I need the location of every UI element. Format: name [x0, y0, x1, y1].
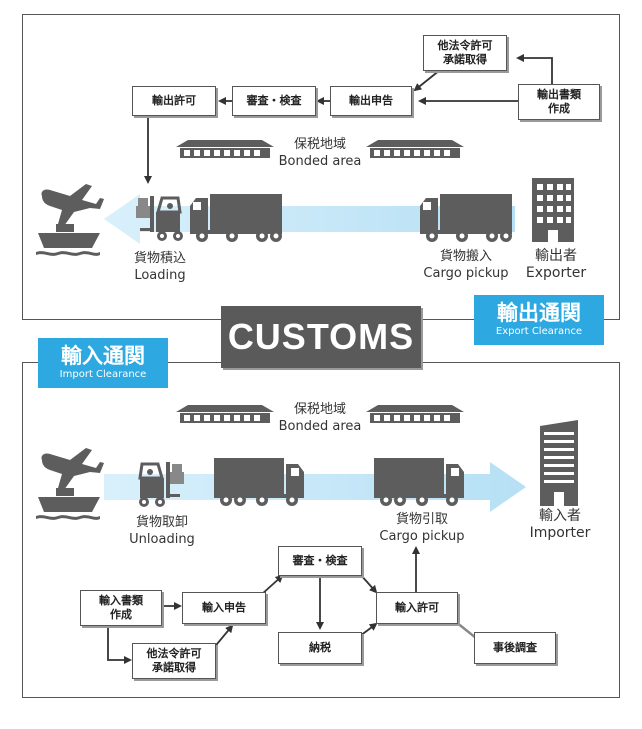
export-cargo-pickup-en: Cargo pickup	[423, 266, 509, 281]
import-bonded-area-jp: 保税地域	[293, 402, 346, 417]
export-other-law-box: 他法令許可 承諾取得	[423, 35, 507, 71]
import-inspection-label: 審査・検査	[292, 554, 348, 567]
import-ship-icon	[36, 488, 100, 520]
export-ship-icon	[36, 224, 100, 256]
export-panel	[22, 14, 620, 320]
arrow-inspection-to-permit	[359, 573, 378, 594]
export-other-law-line1: 他法令許可	[437, 39, 493, 52]
export-declaration-box: 輸出申告	[330, 86, 412, 116]
unloading-label: 貨物取卸 Unloading	[114, 514, 210, 548]
unloading-en: Unloading	[129, 532, 195, 547]
import-title-en: Import Clearance	[59, 369, 147, 380]
export-permit-label: 輸出許可	[152, 94, 196, 107]
export-inspection-box: 審査・検査	[232, 86, 316, 116]
export-bonded-area-en: Bonded area	[278, 154, 362, 169]
export-forklift-icon	[136, 196, 183, 241]
arrow-tax-to-permit	[359, 622, 378, 637]
exporter-en: Exporter	[525, 265, 587, 281]
post-audit-label: 事後調査	[493, 641, 537, 654]
line-permit-to-audit	[455, 621, 477, 639]
importer-jp: 輸入者	[539, 508, 581, 524]
import-truck-unloading-icon	[214, 458, 304, 506]
export-other-law-line2: 承諾取得	[443, 53, 487, 66]
export-permit-box: 輸出許可	[132, 86, 216, 116]
importer-label: 輸入者 Importer	[520, 508, 600, 542]
arrow-otherlaw-to-declaration	[413, 69, 441, 92]
post-audit-box: 事後調査	[474, 632, 556, 664]
import-docs-line1: 輸入書類	[99, 594, 143, 607]
export-inspection-label: 審査・検査	[246, 94, 302, 107]
import-bonded-area-en: Bonded area	[278, 419, 362, 434]
export-title-jp: 輸出通関	[497, 301, 581, 325]
tax-payment-label: 納税	[309, 641, 331, 654]
import-airplane-icon	[41, 448, 104, 490]
import-clearance-title: 輸入通関 Import Clearance	[38, 338, 168, 388]
export-airplane-icon	[41, 184, 104, 226]
customs-title: CUSTOMS	[227, 316, 415, 357]
export-cargo-pickup-jp: 貨物搬入	[439, 249, 492, 264]
import-other-law-line2: 承諾取得	[152, 661, 196, 674]
arrow-declaration-to-inspection	[261, 574, 284, 595]
export-truck-loading-icon	[190, 194, 282, 242]
import-cargo-pickup-en: Cargo pickup	[379, 529, 465, 544]
export-warehouse-left-icon	[176, 140, 274, 158]
importer-building-icon	[540, 420, 578, 506]
import-other-law-line1: 他法令許可	[146, 647, 202, 660]
import-forklift-icon	[138, 462, 184, 507]
unloading-jp: 貨物取卸	[135, 515, 188, 530]
import-declaration-label: 輸入申告	[202, 601, 246, 614]
export-clearance-title: 輸出通関 Export Clearance	[474, 295, 604, 345]
import-docs-box: 輸入書類 作成	[80, 590, 162, 626]
tax-payment-box: 納税	[278, 632, 362, 664]
loading-jp: 貨物積込	[133, 251, 186, 266]
exporter-building-icon	[532, 178, 574, 242]
export-declaration-label: 輸出申告	[349, 94, 393, 107]
import-bonded-area-label: 保税地域 Bonded area	[270, 401, 370, 435]
loading-label: 貨物積込 Loading	[112, 250, 208, 284]
import-cargo-pickup-label: 貨物引取 Cargo pickup	[370, 511, 474, 545]
import-cargo-pickup-jp: 貨物引取	[395, 512, 448, 527]
arrow-docs-to-otherlaw	[516, 54, 553, 90]
export-bonded-area-jp: 保税地域	[293, 137, 346, 152]
customs-banner: CUSTOMS	[221, 306, 421, 368]
arrow-idocs-to-otherlaw	[107, 624, 132, 664]
import-permit-box: 輸入許可	[376, 592, 458, 624]
export-bonded-area-label: 保税地域 Bonded area	[270, 136, 370, 170]
import-warehouse-right-icon	[366, 405, 464, 423]
importer-en: Importer	[529, 525, 591, 541]
export-docs-box: 輸出書類 作成	[518, 84, 600, 120]
export-title-en: Export Clearance	[495, 326, 583, 337]
import-truck-pickup-icon	[374, 458, 464, 506]
loading-en: Loading	[134, 268, 186, 283]
export-cargo-pickup-label: 貨物搬入 Cargo pickup	[414, 248, 518, 282]
import-title-jp: 輸入通関	[61, 344, 145, 368]
export-docs-line1: 輸出書類	[537, 88, 581, 101]
import-declaration-box: 輸入申告	[182, 592, 266, 624]
export-docs-line2: 作成	[548, 102, 570, 115]
import-inspection-box: 審査・検査	[278, 546, 362, 576]
import-warehouse-left-icon	[176, 405, 274, 423]
exporter-label: 輸出者 Exporter	[516, 248, 596, 282]
exporter-jp: 輸出者	[535, 248, 577, 264]
export-truck-pickup-icon	[420, 194, 512, 242]
import-permit-label: 輸入許可	[395, 601, 439, 614]
import-other-law-box: 他法令許可 承諾取得	[132, 643, 216, 679]
export-warehouse-right-icon	[366, 140, 464, 158]
import-docs-line2: 作成	[110, 608, 132, 621]
